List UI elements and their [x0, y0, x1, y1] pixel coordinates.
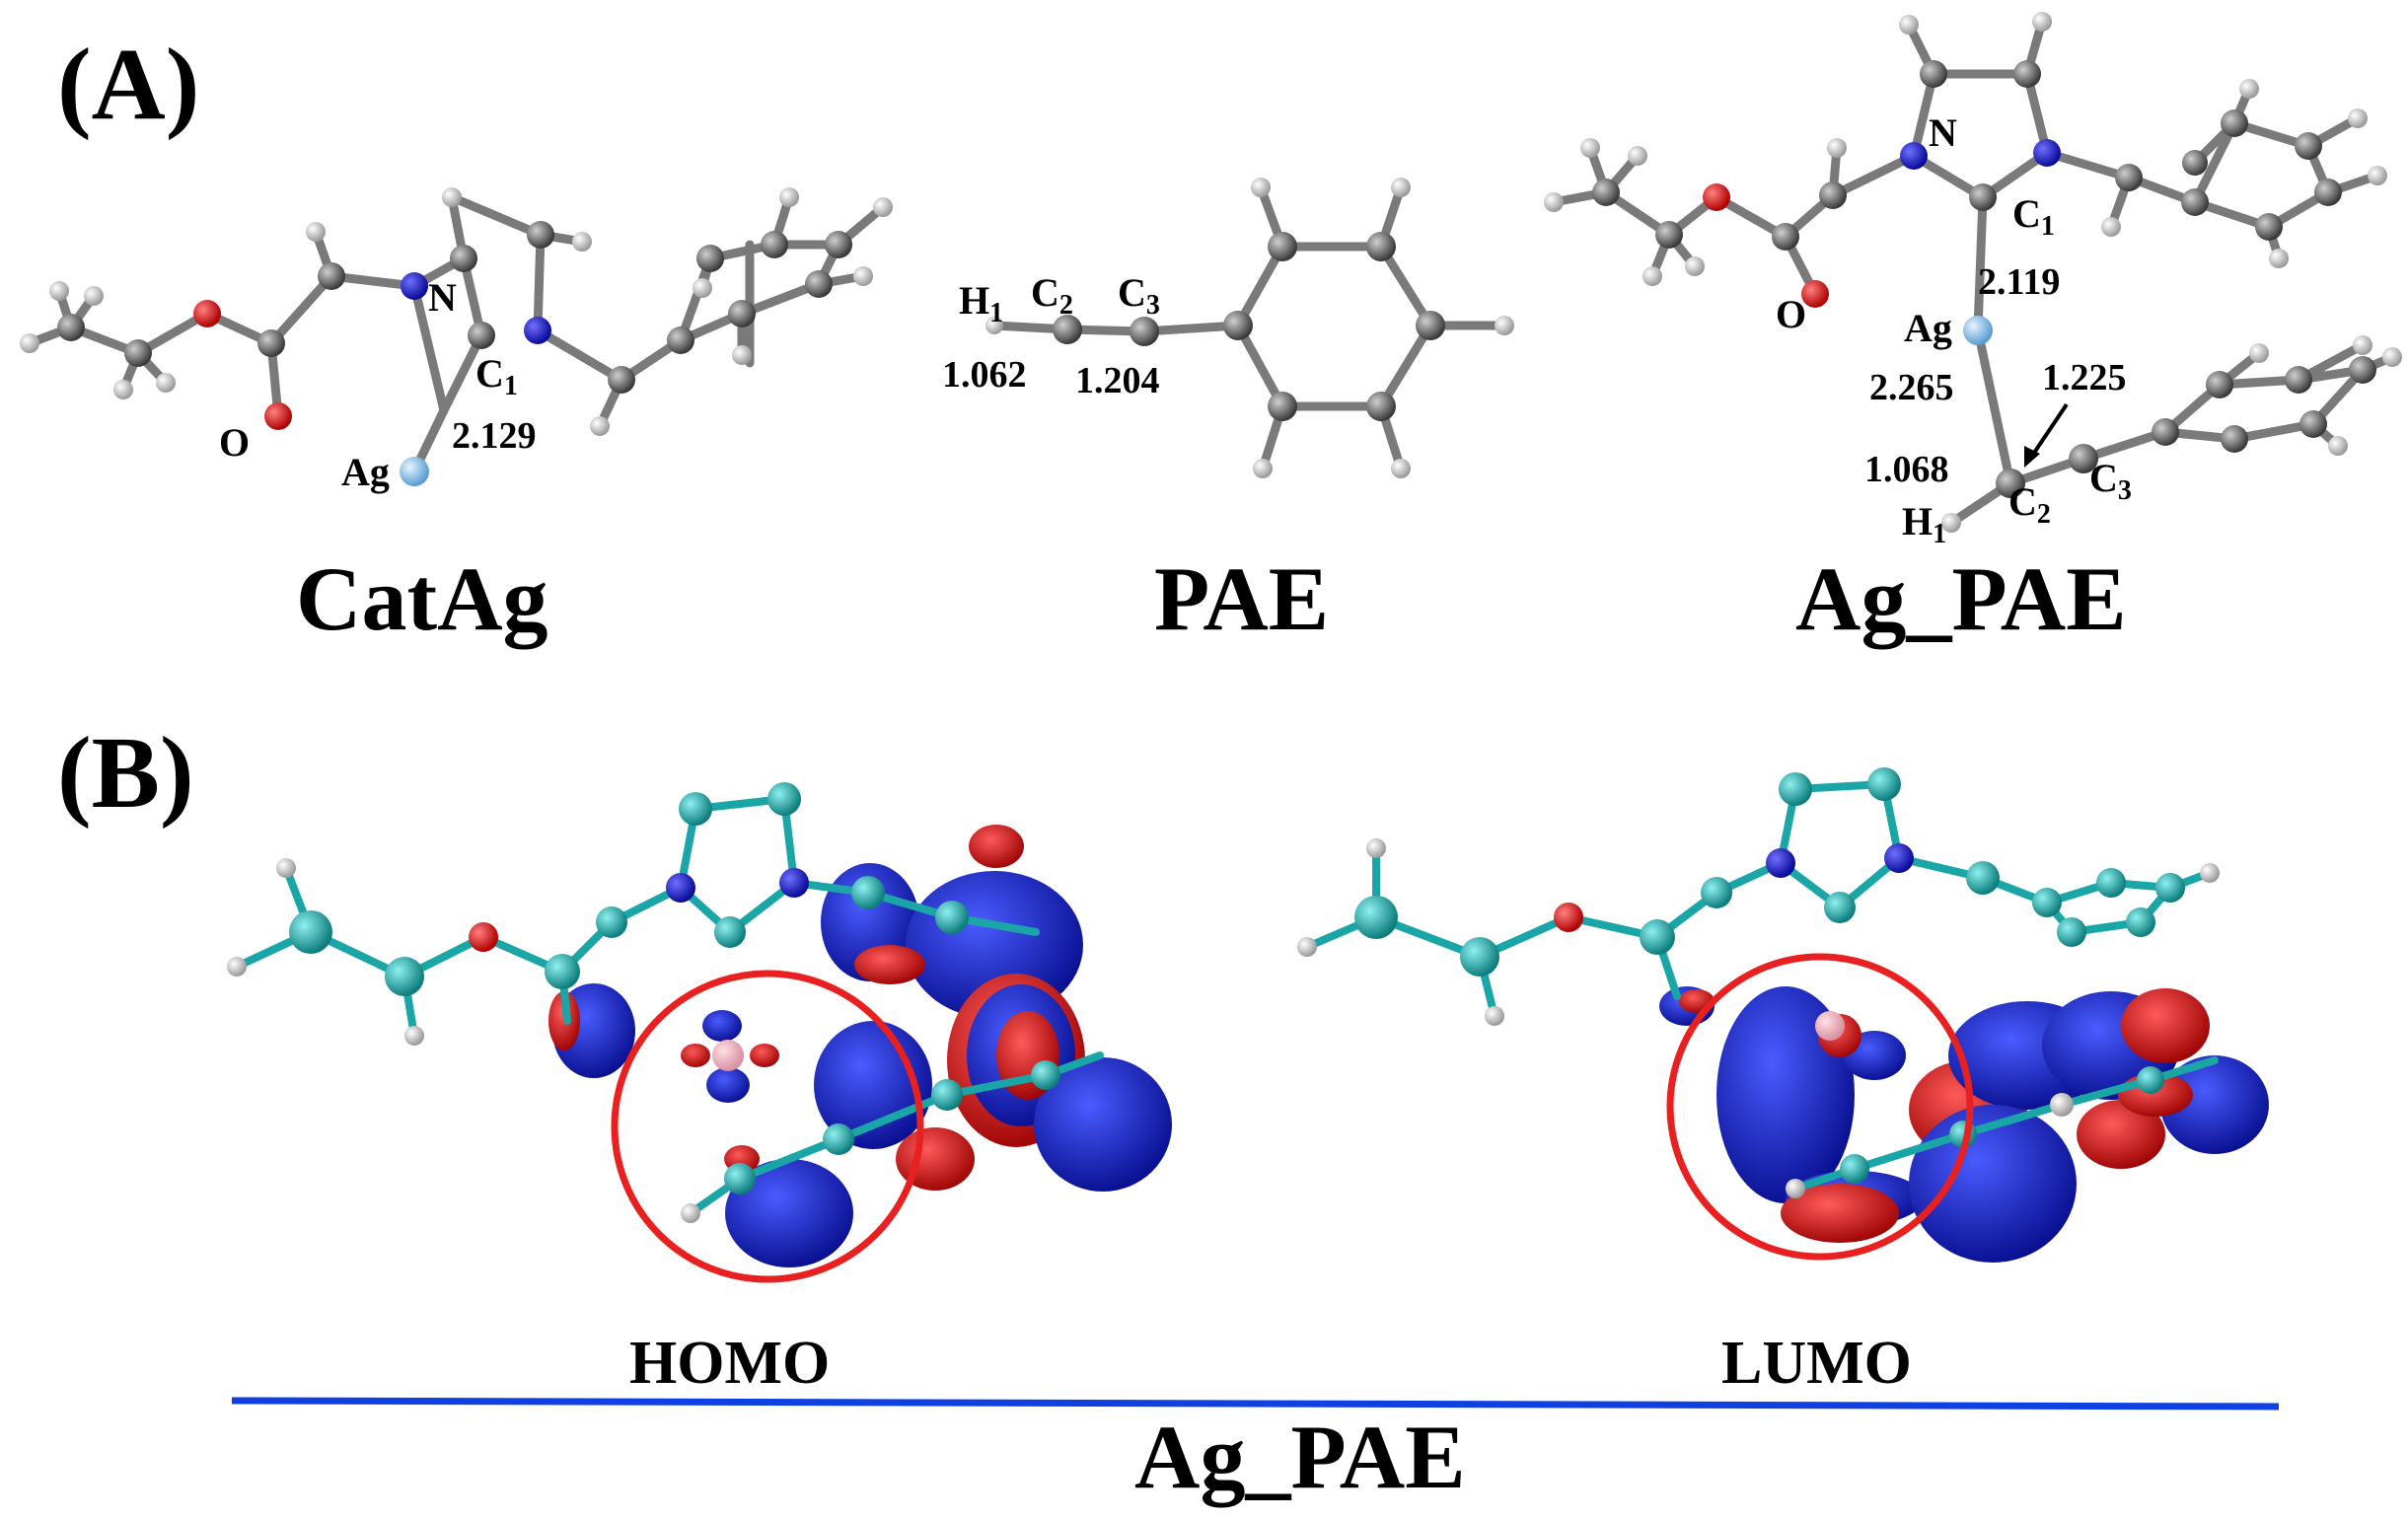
ag-pae-ag-c2-distance: 2.265: [1869, 367, 1954, 408]
divider-line: [231, 1397, 2280, 1411]
ag-pae-labels: N C1 2.119 O Ag 2.265 1.225 1.068 C2 C3 …: [1776, 110, 2132, 549]
pae-h1-c2-distance: 1.062: [942, 354, 1027, 396]
ag-pae-caption: Ag_PAE: [1134, 1407, 1466, 1507]
pae-c3-label: C: [1118, 270, 1146, 315]
ag-pae-c1-ag-distance: 2.119: [1978, 261, 2060, 303]
catag-o-label: O: [219, 420, 250, 465]
ag-pae-c1-sub: 1: [2041, 211, 2055, 242]
panel-a-label: (A): [57, 28, 199, 141]
svg-text:C3: C3: [1118, 270, 1160, 321]
pae-c2-c3-distance: 1.204: [1075, 360, 1160, 401]
lumo-orbital-plot: [1297, 767, 2269, 1263]
ag-pae-arrow-head: [2024, 446, 2040, 468]
ag-pae-title: Ag_PAE: [1795, 548, 2127, 649]
ag-pae-c1-label: C: [2012, 191, 2041, 236]
lumo-highlight-circle: [1666, 953, 1974, 1261]
ag-pae-c3-sub: 3: [2118, 475, 2132, 506]
ag-pae-c2-c3-distance: 1.225: [2042, 357, 2127, 398]
ag-pae-h1-sub: 1: [1933, 519, 1946, 549]
ag-pae-molecule: [1549, 17, 2397, 528]
pae-atoms: [985, 178, 1514, 478]
ag-pae-ag-label: Ag: [1904, 306, 1952, 350]
pae-h1-sub: 1: [989, 298, 1003, 328]
ag-pae-c3-label: C: [2089, 456, 2118, 500]
ag-pae-atoms: [1544, 12, 2402, 533]
catag-labels: O N C1 Ag 2.129: [219, 275, 537, 494]
ag-pae-n-label: N: [1929, 110, 1957, 155]
pae-labels: H1 C2 C3 1.062 1.204: [942, 270, 1160, 401]
ag-pae-h1-label: H: [1902, 499, 1933, 543]
panel-b-label: (B): [57, 716, 194, 830]
catag-c1-label: C: [475, 351, 504, 396]
svg-text:C1: C1: [475, 351, 518, 401]
pae-c2-sub: 2: [1059, 290, 1073, 321]
homo-highlight-circle: [611, 970, 924, 1283]
homo-orbital-plot: [227, 782, 1172, 1283]
svg-text:C2: C2: [1031, 270, 1073, 321]
pae-title: PAE: [1154, 548, 1329, 649]
catag-n-label: N: [428, 275, 457, 320]
homo-label: HOMO: [629, 1330, 830, 1397]
svg-text:C3: C3: [2089, 456, 2132, 506]
ag-pae-bond-arrow: [2030, 402, 2069, 458]
pae-c3-sub: 3: [1146, 290, 1160, 321]
svg-text:C2: C2: [2008, 479, 2051, 530]
catag-c1-sub: 1: [504, 371, 518, 401]
catag-atoms: [20, 187, 893, 486]
lumo-label: LUMO: [1721, 1330, 1912, 1397]
pae-c2-label: C: [1031, 270, 1059, 315]
catag-ag-label: Ag: [341, 450, 390, 494]
ag-pae-c2-sub: 2: [2037, 499, 2051, 530]
ag-pae-o-label: O: [1776, 292, 1806, 336]
catag-title: CatAg: [296, 548, 548, 649]
ag-pae-h1-c2-distance: 1.068: [1864, 449, 1949, 490]
svg-text:C1: C1: [2012, 191, 2055, 242]
svg-text:H1: H1: [959, 278, 1003, 328]
ag-pae-c2-label: C: [2008, 479, 2037, 524]
catag-ag-c1-distance: 2.129: [452, 415, 537, 457]
svg-text:H1: H1: [1902, 499, 1946, 549]
pae-h1-label: H: [959, 278, 989, 323]
